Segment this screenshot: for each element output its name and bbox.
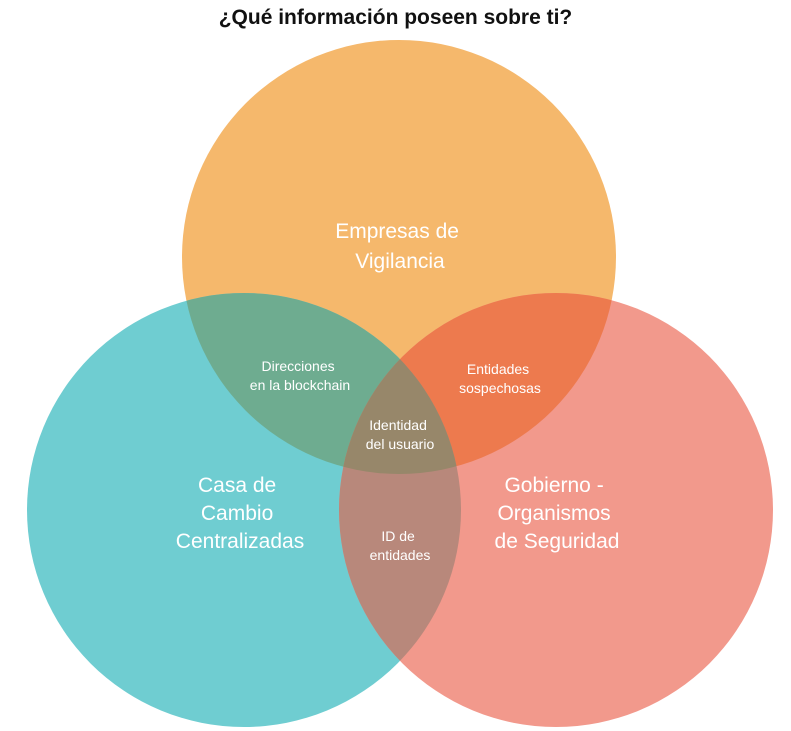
label-top-right: Entidades sospechosas (459, 361, 541, 396)
overlap-top-left (182, 293, 461, 474)
label-right: Gobierno - Organismos de Seguridad (495, 474, 620, 553)
label-left: Casa de Cambio Centralizadas (176, 474, 304, 553)
label-left-right: ID de entidades (370, 528, 431, 563)
label-top-left: Direcciones en la blockchain (250, 358, 350, 393)
label-top: Empresas de Vigilancia (335, 220, 465, 273)
diagram-title: ¿Qué información poseen sobre ti? (218, 6, 573, 29)
label-center: Identidad del usuario (366, 417, 435, 452)
overlap-top-right (339, 293, 616, 474)
